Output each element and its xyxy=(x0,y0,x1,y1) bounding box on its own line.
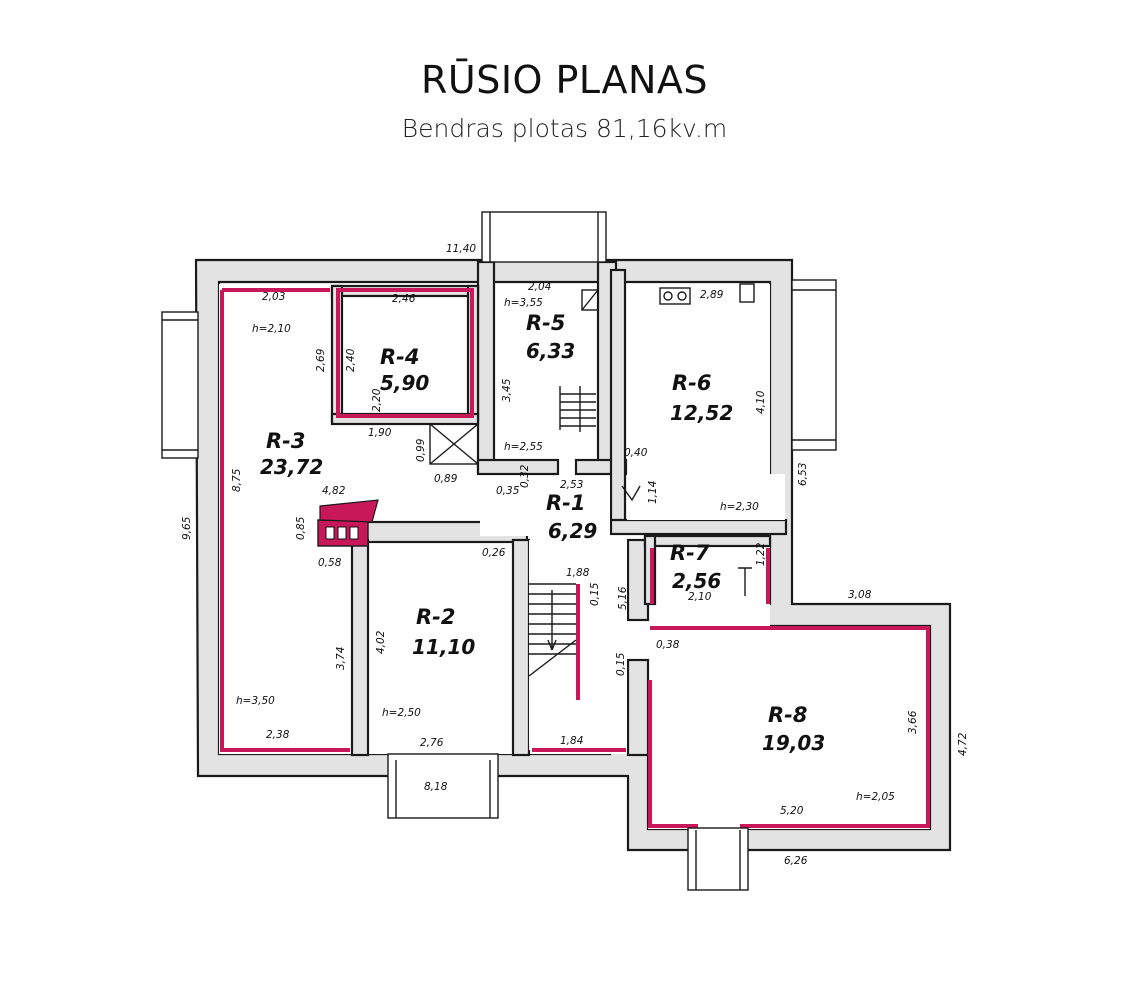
room-label-r7: R-7 xyxy=(670,541,710,565)
dimension-label: 4,10 xyxy=(755,390,767,414)
dimension-label: h=3,50 xyxy=(236,695,275,707)
dimension-label: 2,46 xyxy=(392,293,416,305)
dimension-label: h=2,50 xyxy=(382,707,421,719)
dimension-label: 2,53 xyxy=(560,479,583,491)
room-label-r5: R-5 xyxy=(526,311,566,335)
room-area-r5: 6,33 xyxy=(526,339,575,363)
room-label-r4: R-4 xyxy=(380,345,420,369)
sink-icon xyxy=(739,283,755,303)
dimension-label: h=2,05 xyxy=(856,791,895,803)
page-title: RŪSIO PLANAS xyxy=(420,58,709,102)
dimension-label: 2,10 xyxy=(688,591,712,603)
dimension-label: 0,85 xyxy=(295,516,307,540)
dimension-label: 1,88 xyxy=(566,567,590,579)
dimension-label: 5,16 xyxy=(617,586,629,610)
dimension-label: 1,22 xyxy=(755,542,767,566)
dimension-label: 6,26 xyxy=(784,855,808,867)
dimension-label: 0,99 xyxy=(415,438,427,462)
windows xyxy=(161,211,837,891)
dimension-label: 0,26 xyxy=(482,547,506,559)
dimension-label: h=2,55 xyxy=(504,441,543,453)
dimension-label: 0,32 xyxy=(519,464,531,488)
dimension-label: 2,89 xyxy=(700,289,724,301)
stairs-r5 xyxy=(559,386,596,432)
room-area-r1: 6,29 xyxy=(548,519,597,543)
dimension-label: 0,89 xyxy=(434,473,458,485)
dimension-label: h=3,55 xyxy=(504,297,543,309)
page-subtitle: Bendras plotas 81,16kv.m xyxy=(401,114,728,143)
dimension-label: h=2,30 xyxy=(720,501,759,513)
dimension-label: 2,03 xyxy=(262,291,285,303)
room-label-r8: R-8 xyxy=(768,703,808,727)
fixtures xyxy=(317,283,755,677)
dimension-label: 0,35 xyxy=(496,485,520,497)
dimension-label: 3,66 xyxy=(907,710,919,734)
boiler-icon xyxy=(317,499,379,547)
stair-arrow-icon xyxy=(621,485,641,502)
room-area-r3: 23,72 xyxy=(260,455,323,479)
dimension-labels: 11,40 2,03 2,46 2,04 2,89 h=2,10 h=3,55 … xyxy=(181,243,969,867)
dimension-label: 1,90 xyxy=(368,427,392,439)
dimension-label: 3,08 xyxy=(848,589,872,601)
dimension-label: 8,75 xyxy=(231,468,243,492)
dimension-label: 9,65 xyxy=(181,516,193,540)
dimension-label: 2,38 xyxy=(266,729,290,741)
dimension-label: 4,72 xyxy=(957,732,969,756)
room-area-r6: 12,52 xyxy=(670,401,733,425)
dimension-label: 2,69 xyxy=(315,348,327,372)
dimension-label: 0,38 xyxy=(656,639,680,651)
dimension-label: 0,15 xyxy=(589,582,601,606)
room-label-r3: R-3 xyxy=(266,429,306,453)
room-labels: R-3 23,72 R-4 5,90 R-5 6,33 R-6 12,52 R-… xyxy=(260,311,825,755)
dimension-label: 1,14 xyxy=(647,481,659,504)
dimension-label: 5,20 xyxy=(780,805,804,817)
room-label-r6: R-6 xyxy=(672,371,712,395)
dimension-label: 2,76 xyxy=(420,737,444,749)
floor-area-r8 xyxy=(648,626,930,829)
dimension-label: 2,04 xyxy=(528,281,551,293)
dimension-label: 2,40 xyxy=(345,348,357,372)
dimension-label: 11,40 xyxy=(446,243,476,255)
stairs-r1 xyxy=(528,583,577,677)
heater-icon xyxy=(659,287,691,305)
dimension-label: 1,84 xyxy=(560,735,583,747)
dimension-label: 2,20 xyxy=(371,388,383,412)
dimension-label: h=2,10 xyxy=(252,323,291,335)
dimension-label: 3,74 xyxy=(335,647,347,670)
room-finish-lines xyxy=(220,288,930,828)
dimension-label: 0,40 xyxy=(624,447,648,459)
chimney-icon xyxy=(581,289,599,311)
dimension-label: 0,58 xyxy=(318,557,342,569)
room-area-r2: 11,10 xyxy=(412,635,475,659)
room-area-r7: 2,56 xyxy=(672,569,721,593)
tap-icon xyxy=(738,567,752,596)
dimension-label: 0,15 xyxy=(615,652,627,676)
room-label-r1: R-1 xyxy=(546,491,586,515)
dimension-label: 4,02 xyxy=(375,630,387,654)
dimension-label: 6,53 xyxy=(797,463,809,486)
dimension-label: 3,45 xyxy=(501,378,513,402)
room-area-r8: 19,03 xyxy=(762,731,825,755)
shower-icon xyxy=(429,423,479,465)
room-label-r2: R-2 xyxy=(416,605,456,629)
dimension-label: 8,18 xyxy=(424,781,448,793)
room-area-r4: 5,90 xyxy=(380,371,429,395)
dimension-label: 4,82 xyxy=(322,485,346,497)
